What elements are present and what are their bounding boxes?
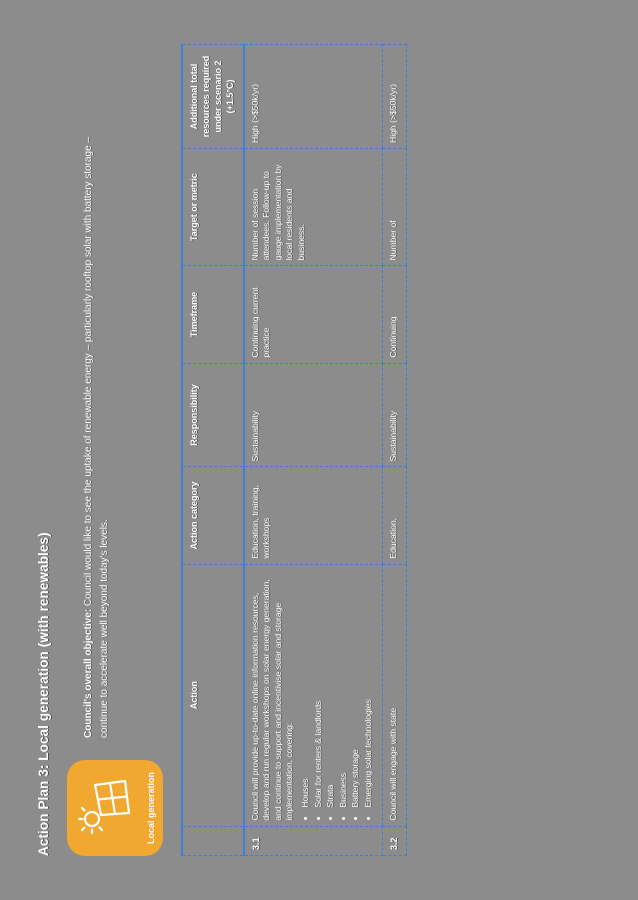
solar-panel-sun-icon [77, 777, 133, 839]
row-action-bullets: Houses Solar for renters & landlords Str… [300, 570, 375, 821]
header-responsibility: Responsibility [182, 363, 244, 467]
row-additional-resources: High (>$50k/yr) [382, 44, 407, 149]
badge-label: Local generation [146, 772, 156, 845]
list-item: Houses [300, 570, 312, 808]
list-item: Battery storage [350, 570, 362, 807]
header-action-category: Action category [182, 466, 244, 565]
objective-paragraph: Council's overall objective: Council wou… [77, 118, 112, 738]
row-timeframe: Continuing [382, 265, 407, 364]
row-action: Council will provide up-to-date online i… [243, 564, 382, 827]
table-row: 3.2 Council will engage with state Educa… [382, 44, 407, 856]
row-action-text: Council will provide up-to-date online i… [249, 579, 295, 821]
header-id [182, 826, 244, 856]
action-plan-table: Action Action category Responsibility Ti… [181, 44, 407, 856]
row-id: 3.2 [382, 826, 407, 856]
header-timeframe: Timeframe [182, 265, 244, 364]
row-action-category: Education, [382, 466, 407, 565]
list-item: Solar for renters & landlords [313, 570, 325, 808]
objective-lead: Council's overall objective: [83, 608, 94, 738]
row-additional-resources: High (>$50k/yr) [243, 44, 382, 149]
row-target-or-metric: Number of session attendees. Follow-up t… [243, 148, 382, 266]
page-title: Action Plan 3: Local generation (with re… [36, 532, 51, 856]
table-header-row: Action Action category Responsibility Ti… [182, 44, 244, 856]
list-item: Emerging solar technologies [363, 570, 375, 807]
list-item: Business [338, 570, 350, 808]
header-action: Action [182, 564, 244, 827]
list-item: Strata [325, 570, 337, 808]
row-responsibility: Sustainability [243, 363, 382, 467]
header-target-or-metric: Target or metric [182, 148, 244, 266]
table-row: 3.1 Council will provide up-to-date onli… [243, 44, 382, 856]
intro-band: Local generation Council's overall objec… [67, 44, 163, 856]
local-generation-badge: Local generation [67, 760, 163, 856]
row-action-category: Education, training, workshops [243, 466, 382, 565]
row-action: Council will engage with state [382, 564, 407, 827]
row-id: 3.1 [243, 826, 382, 856]
row-responsibility: Sustainability [382, 363, 407, 467]
row-target-or-metric: Number of [382, 148, 407, 266]
header-additional-resources: Additional total resources required unde… [182, 44, 244, 149]
row-timeframe: Continuing current practice [243, 265, 382, 364]
